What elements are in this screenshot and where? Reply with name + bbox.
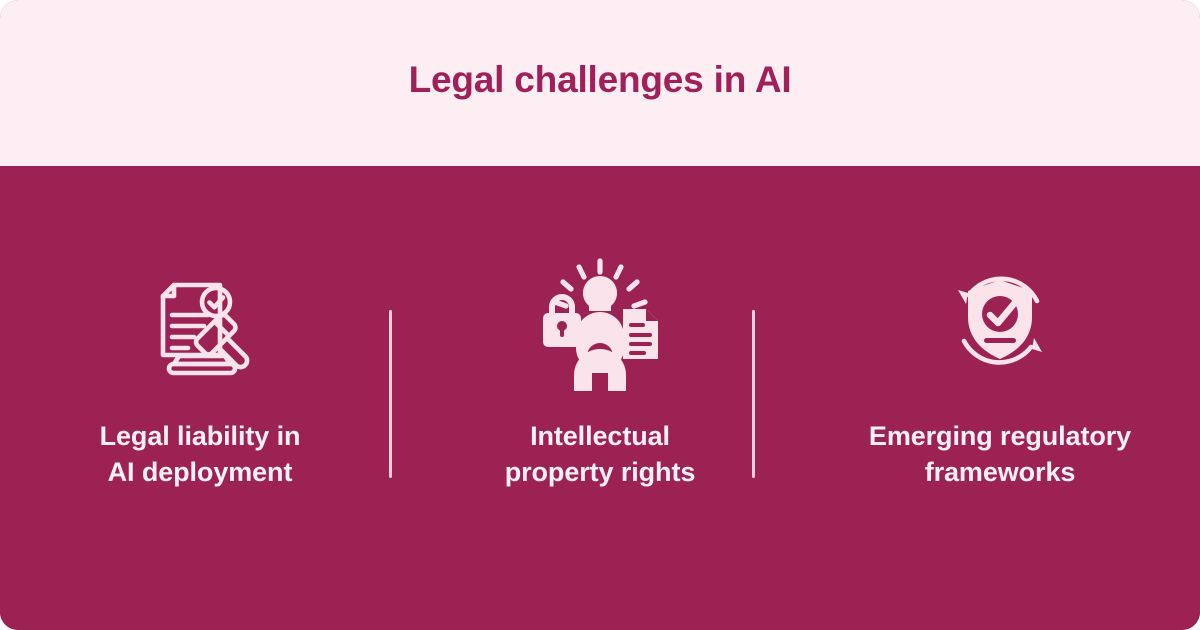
person-idea-lock-document-icon (530, 258, 670, 391)
column-label-legal-liability: Legal liability in AI deployment (99, 421, 301, 487)
column-divider-2 (752, 310, 755, 478)
body-band: Legal liability in AI deployment (0, 166, 1200, 630)
column-divider-1 (389, 310, 392, 478)
columns-container: Legal liability in AI deployment (0, 166, 1200, 630)
column-label-intellectual-property: Intellectual property rights (504, 421, 696, 487)
column-label-emerging-regulatory: Emerging regulatory frameworks (868, 421, 1132, 487)
column-legal-liability: Legal liability in AI deployment (0, 166, 400, 490)
column-intellectual-property: Intellectual property rights (400, 166, 800, 490)
shield-check-refresh-icon (940, 261, 1060, 381)
page-title: Legal challenges in AI (408, 58, 792, 100)
document-gavel-icon (142, 261, 258, 381)
column-emerging-regulatory: Emerging regulatory frameworks (800, 166, 1200, 490)
header-band: Legal challenges in AI (0, 0, 1200, 166)
